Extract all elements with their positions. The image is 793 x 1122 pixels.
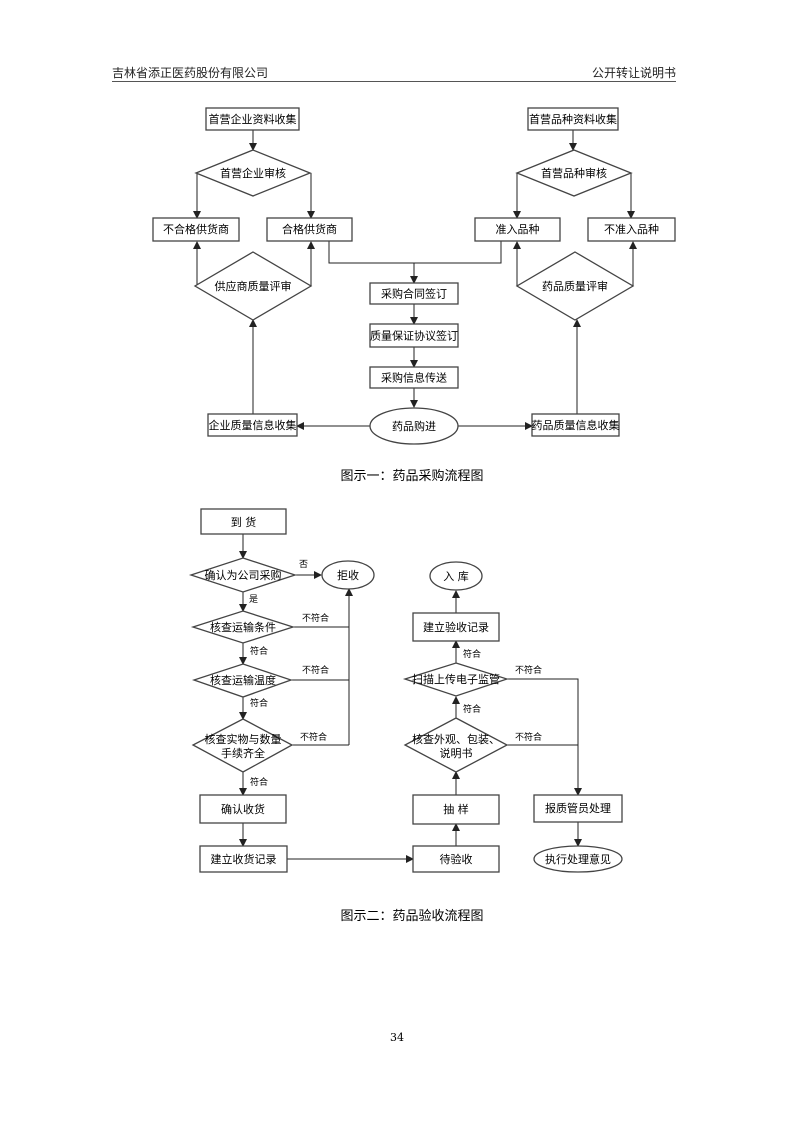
label-nonconform-appearance: 不符合 <box>515 731 542 743</box>
svg-text:首营品种审核: 首营品种审核 <box>541 166 607 180</box>
svg-text:不准入品种: 不准入品种 <box>604 222 659 236</box>
node-company-review: 首营企业审核 <box>194 149 312 197</box>
svg-text:合格供货商: 合格供货商 <box>282 222 337 236</box>
svg-text:拒收: 拒收 <box>337 568 359 582</box>
node-rejected-variety: 不准入品种 <box>587 217 676 242</box>
node-pending-inspection: 待验收 <box>412 845 500 873</box>
figure2-caption: 图示二：药品验收流程图 <box>340 908 483 924</box>
svg-text:药品质量信息收集: 药品质量信息收集 <box>532 418 620 432</box>
node-warehousing: 入 库 <box>429 561 483 591</box>
node-drug-purchase: 药品购进 <box>369 407 459 445</box>
svg-text:质量保证协议签订: 质量保证协议签订 <box>370 329 458 343</box>
label-conform-temperature: 符合 <box>250 697 268 709</box>
node-confirm-receipt: 确认收货 <box>199 794 287 824</box>
svg-text:待验收: 待验收 <box>440 852 473 866</box>
svg-text:抽 样: 抽 样 <box>443 802 469 816</box>
svg-text:说明书: 说明书 <box>440 746 473 760</box>
svg-text:供应商质量评审: 供应商质量评审 <box>215 279 292 293</box>
node-contract-signing: 采购合同签订 <box>369 282 459 305</box>
svg-text:企业质量信息收集: 企业质量信息收集 <box>209 418 297 432</box>
label-nonconform-scan: 不符合 <box>515 664 542 676</box>
purchase-flowchart: 首营企业资料收集 首营企业审核 不合格供货商 合格供货商 首营品种资料收集 首营… <box>152 107 676 484</box>
acceptance-flowchart-edges <box>239 534 582 863</box>
node-reject: 拒收 <box>321 560 375 590</box>
header-company-name: 吉林省添正医药股份有限公司 <box>112 66 269 80</box>
header-rule <box>112 81 676 82</box>
svg-text:采购信息传送: 采购信息传送 <box>381 371 447 385</box>
label-conform-appearance: 符合 <box>463 703 481 715</box>
svg-text:准入品种: 准入品种 <box>496 222 540 236</box>
figure1-caption: 图示一：药品采购流程图 <box>340 468 483 484</box>
svg-text:核查外观、包装、: 核查外观、包装、 <box>412 732 500 746</box>
svg-text:确认为公司采购: 确认为公司采购 <box>205 568 282 582</box>
label-nonconform-goods: 不符合 <box>300 731 327 743</box>
label-no: 否 <box>299 559 308 570</box>
node-inspection-record: 建立验收记录 <box>412 612 500 642</box>
node-check-appearance: 核查外观、包装、 说明书 <box>403 717 509 773</box>
svg-text:药品质量评审: 药品质量评审 <box>542 279 608 293</box>
node-scan-upload: 扫描上传电子监管 <box>402 662 510 697</box>
node-report-qa: 报质管员处理 <box>533 794 623 823</box>
node-variety-review: 首营品种审核 <box>515 149 633 197</box>
node-execute-opinion: 执行处理意见 <box>533 845 623 873</box>
node-company-info-collect: 首营企业资料收集 <box>205 107 300 131</box>
svg-text:核查运输温度: 核查运输温度 <box>210 673 276 687</box>
node-quality-agreement: 质量保证协议签订 <box>369 323 459 348</box>
node-check-transport: 核查运输条件 <box>190 610 296 644</box>
node-variety-info-collect: 首营品种资料收集 <box>527 107 619 131</box>
node-check-goods: 核查实物与数量 手续齐全 <box>191 718 294 773</box>
label-conform-transport: 符合 <box>250 645 268 657</box>
svg-text:首营品种资料收集: 首营品种资料收集 <box>529 112 617 126</box>
node-drug-quality-review: 药品质量评审 <box>515 251 635 321</box>
node-admitted-variety: 准入品种 <box>474 217 561 242</box>
node-qualified-supplier: 合格供货商 <box>266 217 353 242</box>
svg-text:到 货: 到 货 <box>231 515 257 529</box>
page-number: 34 <box>390 1031 404 1044</box>
label-conform-scan: 符合 <box>463 648 481 660</box>
label-conform-goods: 符合 <box>250 776 268 788</box>
svg-text:执行处理意见: 执行处理意见 <box>545 852 611 866</box>
purchase-flowchart-edges <box>193 130 637 430</box>
node-unqualified-supplier: 不合格供货商 <box>152 217 240 242</box>
svg-text:确认收货: 确认收货 <box>221 802 265 816</box>
node-purchase-info-transfer: 采购信息传送 <box>369 366 459 389</box>
svg-text:药品购进: 药品购进 <box>392 419 436 433</box>
header-document-title: 公开转让说明书 <box>591 66 676 80</box>
svg-text:报质管员处理: 报质管员处理 <box>545 801 611 815</box>
svg-text:扫描上传电子监管: 扫描上传电子监管 <box>412 672 500 686</box>
svg-text:首营企业资料收集: 首营企业资料收集 <box>209 112 297 126</box>
svg-text:采购合同签订: 采购合同签订 <box>381 287 447 301</box>
label-nonconform-temperature: 不符合 <box>302 664 329 676</box>
node-supplier-quality-review: 供应商质量评审 <box>193 251 313 321</box>
svg-text:入 库: 入 库 <box>443 570 469 583</box>
label-yes: 是 <box>249 594 258 605</box>
svg-text:核查实物与数量: 核查实物与数量 <box>205 732 282 746</box>
node-company-quality-info: 企业质量信息收集 <box>207 413 298 437</box>
node-sampling: 抽 样 <box>412 794 500 825</box>
node-arrival: 到 货 <box>200 508 287 535</box>
svg-text:核查运输条件: 核查运输条件 <box>210 620 276 634</box>
svg-text:不合格供货商: 不合格供货商 <box>163 222 229 236</box>
svg-text:首营企业审核: 首营企业审核 <box>220 166 286 180</box>
node-receipt-record: 建立收货记录 <box>199 845 288 873</box>
node-check-temperature: 核查运输温度 <box>191 663 293 698</box>
label-nonconform-transport: 不符合 <box>302 612 329 624</box>
svg-text:手续齐全: 手续齐全 <box>221 746 265 760</box>
acceptance-flowchart: 到 货 确认为公司采购 拒收 核查运输条件 核查运输温度 核查实物与数量 手续齐… <box>188 508 623 924</box>
node-confirm-purchase: 确认为公司采购 <box>188 557 298 593</box>
svg-text:建立验收记录: 建立验收记录 <box>423 620 489 634</box>
svg-text:建立收货记录: 建立收货记录 <box>211 852 277 866</box>
node-drug-quality-info: 药品质量信息收集 <box>531 413 620 437</box>
